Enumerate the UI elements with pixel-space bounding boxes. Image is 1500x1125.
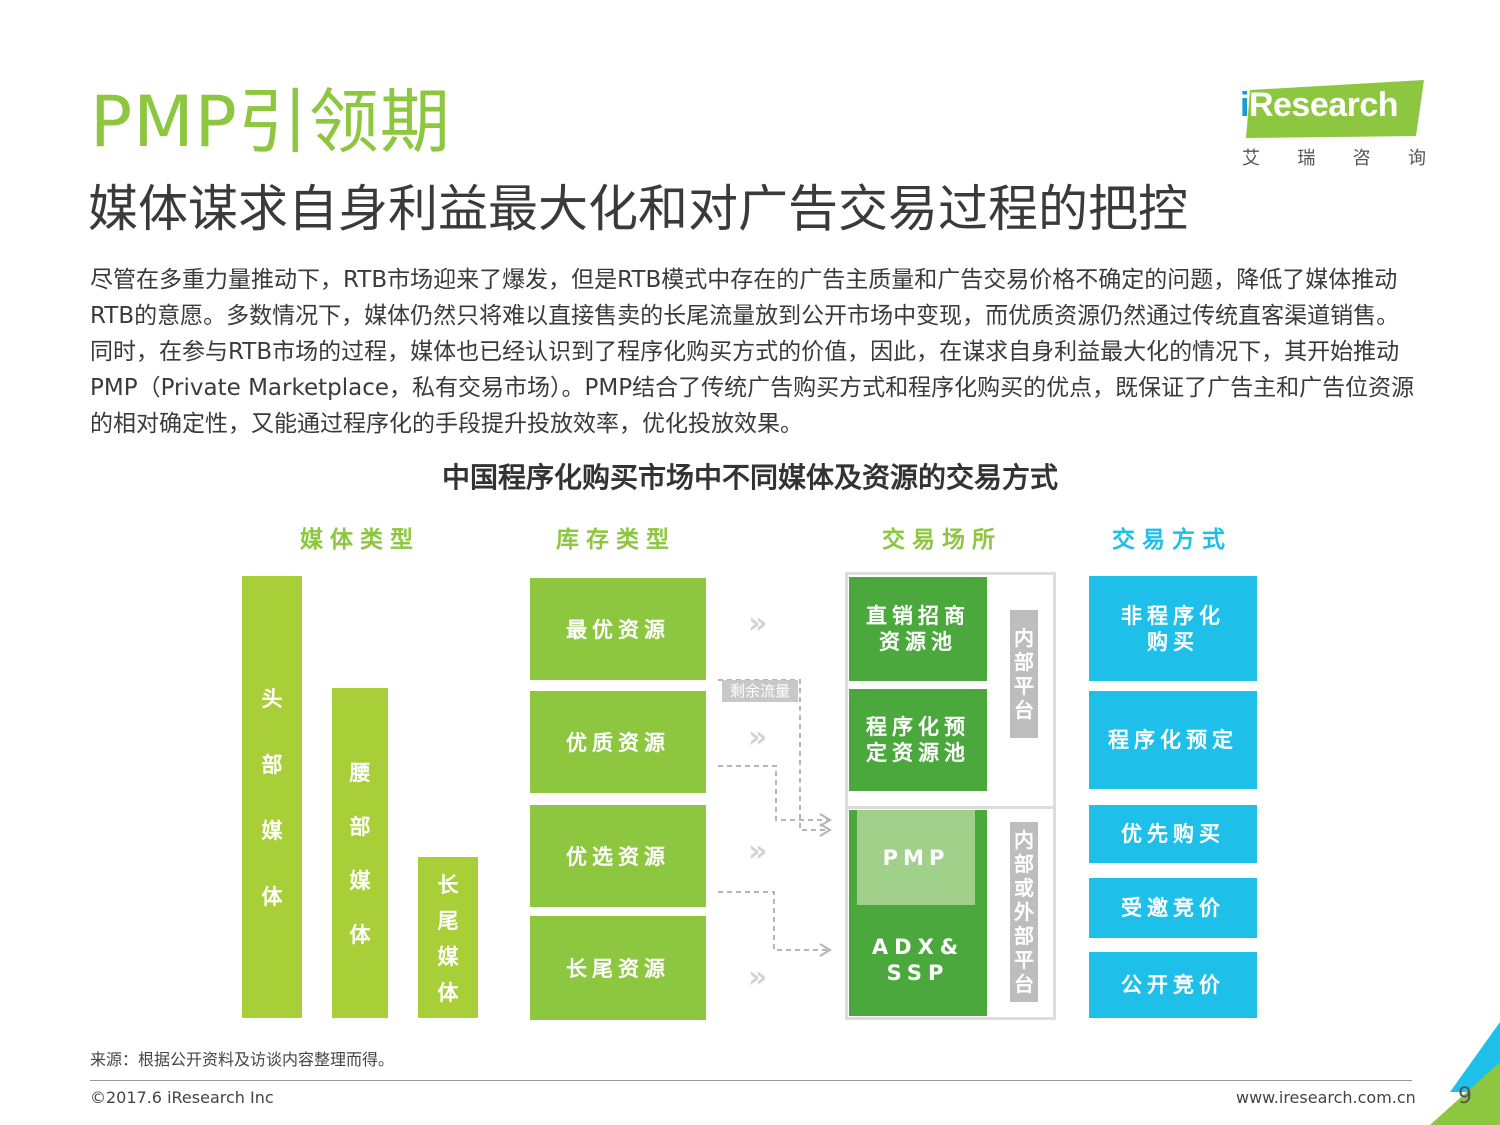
media-char: 部: [261, 753, 283, 777]
arrow-head-icon: [819, 943, 832, 957]
media-bar-longtail: 长 尾 媒 体: [418, 857, 478, 1018]
media-char: 头: [261, 687, 283, 711]
method-line: 购买: [1147, 629, 1199, 654]
internal-or-external-platform-tag: 内 部 或 外 部 平 台: [1010, 822, 1038, 1002]
column-header-method: 交易方式: [1112, 527, 1232, 553]
media-bar-head: 头 部 媒 体: [242, 576, 302, 1018]
corner-decoration: [1430, 1022, 1500, 1125]
method-non-programmatic: 非程序化 购买: [1089, 576, 1257, 681]
iresearch-logo: iResearch 艾 瑞 咨 询: [1238, 80, 1428, 170]
inventory-longtail: 长尾资源: [530, 916, 706, 1020]
logo-i: i: [1240, 86, 1249, 124]
internal-platform-tag: 内 部 平 台: [1010, 610, 1038, 738]
body-paragraph: 尽管在多重力量推动下，RTB市场迎来了爆发，但是RTB模式中存在的广告主质量和广…: [90, 267, 1415, 437]
logo-cn-char: 询: [1407, 148, 1426, 169]
pmp-box: PMP: [857, 810, 975, 905]
method-preferred-deal: 优先购买: [1089, 805, 1257, 863]
logo-cn-char: 瑞: [1297, 148, 1316, 169]
media-char: 媒: [349, 869, 371, 893]
tag-char: 台: [1014, 698, 1034, 722]
method-open-auction: 公开竞价: [1089, 952, 1257, 1018]
diagram-title: 中国程序化购买市场中不同媒体及资源的交易方式: [441, 461, 1058, 494]
media-char: 体: [349, 923, 371, 947]
media-char: 体: [261, 885, 283, 909]
direct-sales-pool: 直销招商 资源池: [849, 577, 987, 681]
source-note: 来源：根据公开资料及访谈内容整理而得。: [90, 1050, 395, 1069]
logo-wordmark: iResearch: [1240, 86, 1399, 125]
tag-char: 平: [1014, 948, 1034, 972]
arrow-head-icon: [819, 813, 832, 827]
media-char: 腰: [349, 761, 371, 785]
logo-research: Research: [1248, 86, 1399, 124]
method-invited-auction: 受邀竞价: [1089, 878, 1257, 938]
programmatic-reserve-pool: 程序化预 定资源池: [849, 689, 987, 791]
media-char: 尾: [437, 908, 459, 933]
media-char: 体: [437, 980, 459, 1005]
pool-line: 定资源池: [866, 741, 970, 765]
tag-char: 内: [1014, 828, 1034, 852]
logo-chinese: 艾 瑞 咨 询: [1242, 144, 1426, 170]
pool-line: 资源池: [879, 630, 957, 654]
page-number: 9: [1458, 1084, 1472, 1109]
connector-longtail: [718, 891, 828, 951]
method-programmatic-reserve: 程序化预定: [1089, 691, 1257, 789]
copyright: ©2017.6 iResearch Inc: [90, 1088, 274, 1107]
media-char: 媒: [261, 819, 283, 843]
inventory-selected: 优选资源: [530, 805, 706, 907]
inventory-premium: 优质资源: [530, 691, 706, 793]
page-subtitle: 媒体谋求自身利益最大化和对广告交易过程的把控: [88, 180, 1188, 238]
tag-char: 或: [1014, 876, 1034, 900]
pool-line: 程序化预: [866, 715, 970, 739]
method-line: 非程序化: [1121, 603, 1225, 628]
media-char: 长: [437, 872, 459, 897]
arrow-head-icon: [819, 823, 832, 837]
column-header-venue: 交易场所: [882, 527, 1002, 553]
tag-char: 部: [1014, 650, 1034, 674]
chevron-right-icon: »: [748, 606, 768, 641]
page-title: PMP引领期: [90, 81, 451, 163]
logo-cn-char: 艾: [1242, 148, 1260, 169]
tag-char: 部: [1014, 852, 1034, 876]
column-header-inventory: 库存类型: [556, 527, 676, 553]
inventory-best: 最优资源: [530, 578, 706, 680]
media-char: 媒: [437, 944, 459, 969]
tag-char: 内: [1014, 626, 1034, 650]
logo-badge: [1246, 80, 1424, 138]
dashed-connectors: [718, 679, 832, 957]
adx-ssp-label: ADX& SSP: [849, 934, 987, 986]
column-header-media: 媒体类型: [300, 527, 420, 553]
tag-char: 平: [1014, 674, 1034, 698]
surplus-traffic-label: 剩余流量: [722, 680, 798, 702]
footer-divider: [90, 1080, 1412, 1081]
adx-line: ADX&: [871, 935, 965, 959]
connector-premium: [718, 765, 828, 821]
pool-line: 直销招商: [866, 604, 970, 628]
ssp-line: SSP: [886, 961, 950, 985]
tag-char: 外: [1014, 900, 1034, 924]
connector-surplus: [718, 679, 828, 831]
tag-char: 台: [1014, 972, 1034, 996]
media-bar-waist: 腰 部 媒 体: [332, 688, 388, 1018]
logo-cn-char: 咨: [1352, 148, 1371, 169]
media-char: 部: [349, 815, 371, 839]
website-link[interactable]: www.iresearch.com.cn: [1236, 1088, 1416, 1107]
tag-char: 部: [1014, 924, 1034, 948]
